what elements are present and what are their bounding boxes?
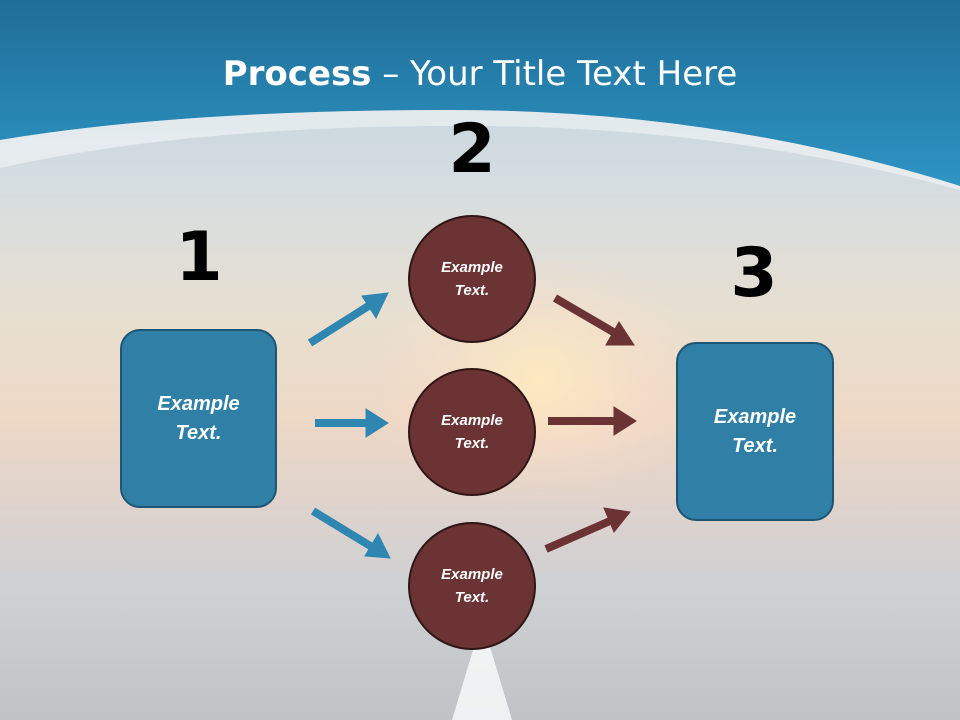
title-rest: – Your Title Text Here [371, 54, 738, 94]
slide-title: Process – Your Title Text Here [0, 52, 960, 96]
arrow-top-to-3 [552, 294, 635, 346]
title-bold: Process [222, 54, 372, 94]
step-2-circle-middle: Example Text. [408, 368, 536, 496]
header-band [0, 0, 960, 190]
step-number-3: 3 [730, 234, 778, 313]
step-2-circle-middle-text: Example Text. [441, 412, 503, 452]
step-1-box: Example Text. [120, 329, 277, 508]
step-2-circle-bottom: Example Text. [408, 522, 536, 650]
step-3-text: Example Text. [713, 405, 797, 457]
arrow-1-to-bottom [310, 507, 391, 559]
arrow-1-to-top [307, 292, 389, 347]
step-number-1: 1 [175, 218, 223, 297]
step-2-circle-top: Example Text. [408, 215, 536, 343]
step-3-box: Example Text. [676, 342, 834, 521]
step-2-circle-top-text: Example Text. [441, 259, 503, 299]
step-2-circle-bottom-text: Example Text. [441, 566, 503, 606]
step-number-2: 2 [448, 110, 496, 189]
arrow-middle-to-3 [548, 406, 637, 436]
arrow-bottom-to-3 [544, 507, 631, 553]
arrow-1-to-middle [315, 408, 389, 438]
step-1-text: Example Text. [157, 392, 240, 444]
